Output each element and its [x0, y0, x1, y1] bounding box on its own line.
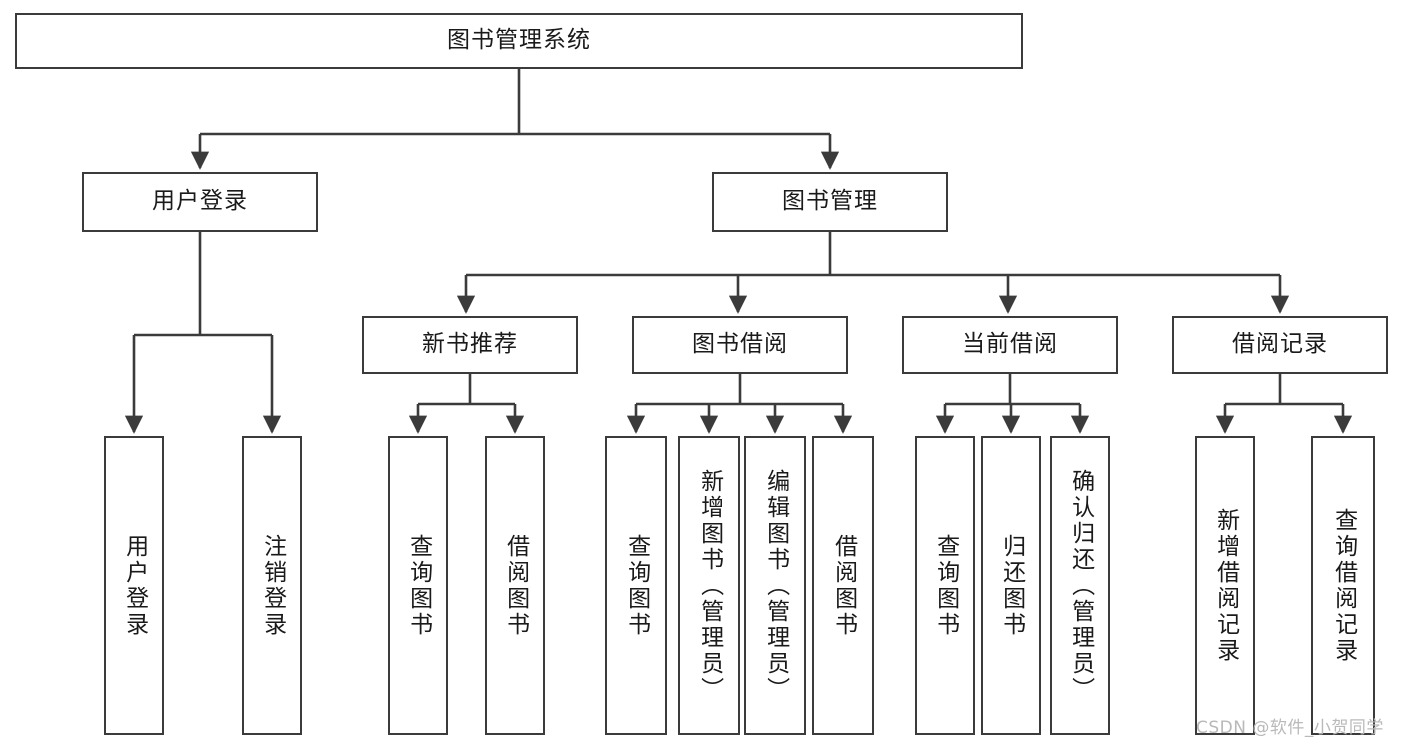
leaf-add-book-admin-label: 新增图书（管理员） — [696, 468, 723, 703]
leaf-user-login[interactable]: 用户登录 — [104, 436, 164, 735]
leaf-borrow-book-recommend-label: 借阅图书 — [502, 533, 529, 638]
leaf-query-book-recommend[interactable]: 查询图书 — [388, 436, 448, 735]
leaf-query-book-recommend-label: 查询图书 — [405, 533, 432, 638]
leaf-edit-book-admin-label: 编辑图书（管理员） — [762, 468, 789, 703]
leaf-query-book-borrow[interactable]: 查询图书 — [605, 436, 667, 735]
node-book-borrow-label: 图书借阅 — [692, 331, 788, 358]
leaf-query-book-borrow-label: 查询图书 — [623, 533, 650, 638]
leaf-borrow-book-label: 借阅图书 — [830, 533, 857, 638]
leaf-return-book-label: 归还图书 — [998, 533, 1025, 638]
node-book-borrow[interactable]: 图书借阅 — [632, 316, 848, 374]
leaf-query-borrow-record[interactable]: 查询借阅记录 — [1311, 436, 1375, 735]
node-book-management[interactable]: 图书管理 — [712, 172, 948, 232]
node-root-label: 图书管理系统 — [447, 27, 591, 54]
leaf-add-book-admin[interactable]: 新增图书（管理员） — [678, 436, 740, 735]
node-user-login-label: 用户登录 — [152, 188, 248, 215]
leaf-confirm-return-admin-label: 确认归还（管理员） — [1067, 468, 1094, 703]
csdn-watermark: CSDN @软件_小贺同学 — [1196, 718, 1384, 738]
node-user-login[interactable]: 用户登录 — [82, 172, 318, 232]
leaf-edit-book-admin[interactable]: 编辑图书（管理员） — [744, 436, 806, 735]
node-root[interactable]: 图书管理系统 — [15, 13, 1023, 69]
leaf-query-borrow-record-label: 查询借阅记录 — [1330, 507, 1357, 664]
node-new-book-recommend-label: 新书推荐 — [422, 331, 518, 358]
node-borrow-record-label: 借阅记录 — [1232, 331, 1328, 358]
leaf-query-book-current-label: 查询图书 — [932, 533, 959, 638]
leaf-add-borrow-record-label: 新增借阅记录 — [1212, 507, 1239, 664]
node-current-borrow[interactable]: 当前借阅 — [902, 316, 1118, 374]
leaf-add-borrow-record[interactable]: 新增借阅记录 — [1195, 436, 1255, 735]
leaf-logout-label: 注销登录 — [259, 533, 286, 638]
leaf-logout[interactable]: 注销登录 — [242, 436, 302, 735]
leaf-borrow-book-recommend[interactable]: 借阅图书 — [485, 436, 545, 735]
node-new-book-recommend[interactable]: 新书推荐 — [362, 316, 578, 374]
leaf-confirm-return-admin[interactable]: 确认归还（管理员） — [1050, 436, 1110, 735]
leaf-return-book[interactable]: 归还图书 — [981, 436, 1041, 735]
node-borrow-record[interactable]: 借阅记录 — [1172, 316, 1388, 374]
node-current-borrow-label: 当前借阅 — [962, 331, 1058, 358]
leaf-user-login-label: 用户登录 — [121, 533, 148, 638]
leaf-query-book-current[interactable]: 查询图书 — [915, 436, 975, 735]
leaf-borrow-book[interactable]: 借阅图书 — [812, 436, 874, 735]
node-book-management-label: 图书管理 — [782, 188, 878, 215]
